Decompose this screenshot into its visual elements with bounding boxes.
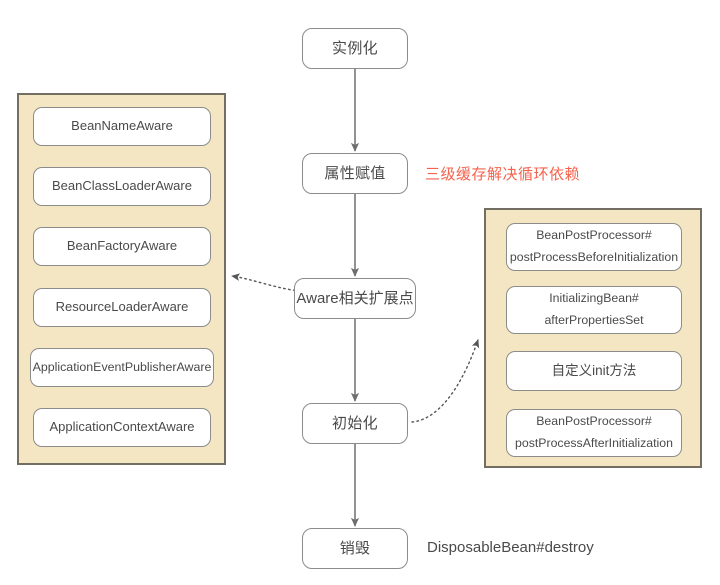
node-label: Aware相关扩展点 [296, 289, 414, 307]
node-label: BeanNameAware [71, 118, 173, 134]
annotation-disposable-bean: DisposableBean#destroy [427, 539, 594, 556]
node-bpp-before-init[interactable]: BeanPostProcessor# postProcessBeforeInit… [506, 223, 682, 271]
node-label-line1: BeanPostProcessor# [536, 414, 652, 429]
node-bean-class-loader-aware[interactable]: BeanClassLoaderAware [33, 167, 211, 206]
node-label-line1: InitializingBean# [549, 291, 639, 306]
node-label: 自定义init方法 [551, 363, 637, 379]
node-bpp-after-init[interactable]: BeanPostProcessor# postProcessAfterIniti… [506, 409, 682, 457]
node-label: BeanClassLoaderAware [52, 178, 192, 194]
node-aware-extension-points[interactable]: Aware相关扩展点 [294, 278, 416, 319]
node-resource-loader-aware[interactable]: ResourceLoaderAware [33, 288, 211, 327]
node-label: 实例化 [332, 39, 378, 57]
node-initializing-bean[interactable]: InitializingBean# afterPropertiesSet [506, 286, 682, 334]
annotation-circular-dependency: 三级缓存解决循环依赖 [425, 166, 581, 183]
node-label: 销毁 [339, 539, 371, 557]
node-instantiate[interactable]: 实例化 [302, 28, 408, 69]
node-label: ResourceLoaderAware [55, 299, 189, 315]
node-label-line1: BeanPostProcessor# [536, 228, 652, 243]
aware-group-connector [231, 273, 301, 292]
node-label: 初始化 [332, 414, 378, 432]
node-label-line2: postProcessBeforeInitialization [509, 250, 679, 264]
node-label-line2: afterPropertiesSet [544, 313, 644, 327]
node-bean-name-aware[interactable]: BeanNameAware [33, 107, 211, 146]
init-group-connector [411, 339, 480, 423]
node-application-event-publisher-aware[interactable]: ApplicationEventPublisherAware [30, 348, 214, 387]
node-bean-factory-aware[interactable]: BeanFactoryAware [33, 227, 211, 266]
node-application-context-aware[interactable]: ApplicationContextAware [33, 408, 211, 447]
node-label: ApplicationContextAware [49, 419, 195, 435]
node-label-line2: postProcessAfterInitialization [515, 436, 673, 450]
node-label: ApplicationEventPublisherAware [32, 359, 212, 374]
node-custom-init-method[interactable]: 自定义init方法 [506, 351, 682, 391]
node-label: BeanFactoryAware [66, 238, 178, 254]
aware-interfaces-group [17, 93, 226, 465]
node-destroy[interactable]: 销毁 [302, 528, 408, 569]
node-populate-properties[interactable]: 属性赋值 [302, 153, 408, 194]
node-initialization[interactable]: 初始化 [302, 403, 408, 444]
node-label: 属性赋值 [324, 164, 386, 182]
